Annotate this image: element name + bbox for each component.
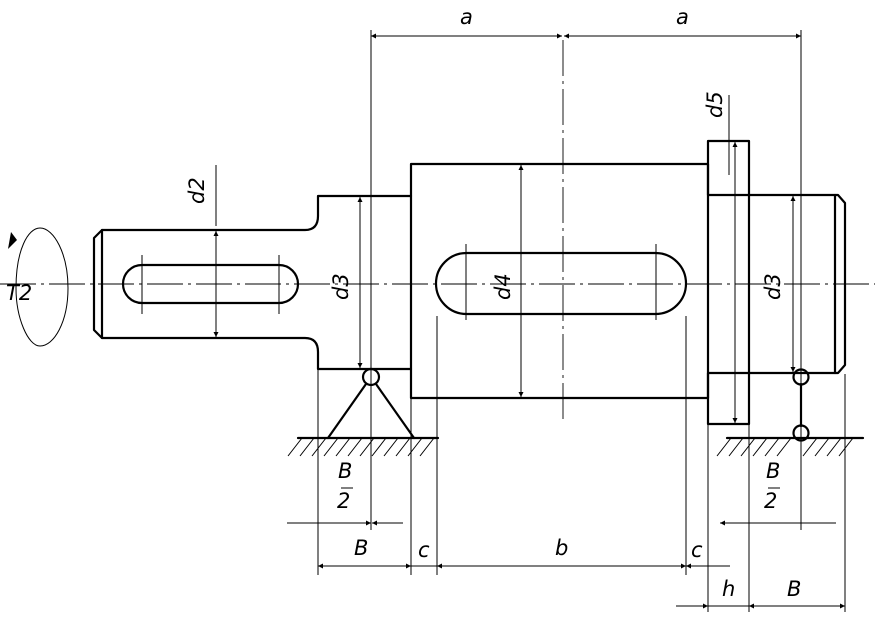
- keyway-left: [121, 263, 300, 305]
- keyway-middle: [434, 251, 688, 316]
- diameter-dimensions: [213, 142, 796, 423]
- label-h: h: [722, 577, 735, 601]
- horizontal-dimensions: [287, 33, 845, 609]
- label-two-right: 2: [764, 489, 777, 513]
- label-T2: T2: [6, 281, 32, 305]
- label-b: b: [555, 536, 568, 560]
- label-d4: d4: [491, 273, 515, 300]
- keyway-extension-lines: [141, 244, 657, 320]
- label-B-right: B: [787, 577, 801, 601]
- left-support: [287, 367, 440, 457]
- label-two-left: 2: [337, 489, 350, 513]
- label-c-right: c: [691, 538, 703, 562]
- label-d3-right: d3: [761, 273, 785, 300]
- label-c-left: c: [418, 538, 430, 562]
- right-support: [716, 368, 865, 457]
- label-a-right: a: [676, 5, 689, 29]
- collar-d5: [706, 139, 751, 426]
- label-B-left: B: [354, 536, 368, 560]
- label-d2: d2: [185, 177, 209, 204]
- torque-loop: [15, 227, 69, 347]
- shaft-outline: [92, 162, 847, 400]
- label-d3-left: d3: [329, 273, 353, 300]
- label-a-left: a: [460, 5, 473, 29]
- torque-arrowhead: [8, 232, 17, 249]
- label-d5: d5: [703, 91, 727, 118]
- label-B-half-right: B: [766, 459, 780, 483]
- label-B-half-left: B: [338, 459, 352, 483]
- extension-lines: [215, 30, 846, 612]
